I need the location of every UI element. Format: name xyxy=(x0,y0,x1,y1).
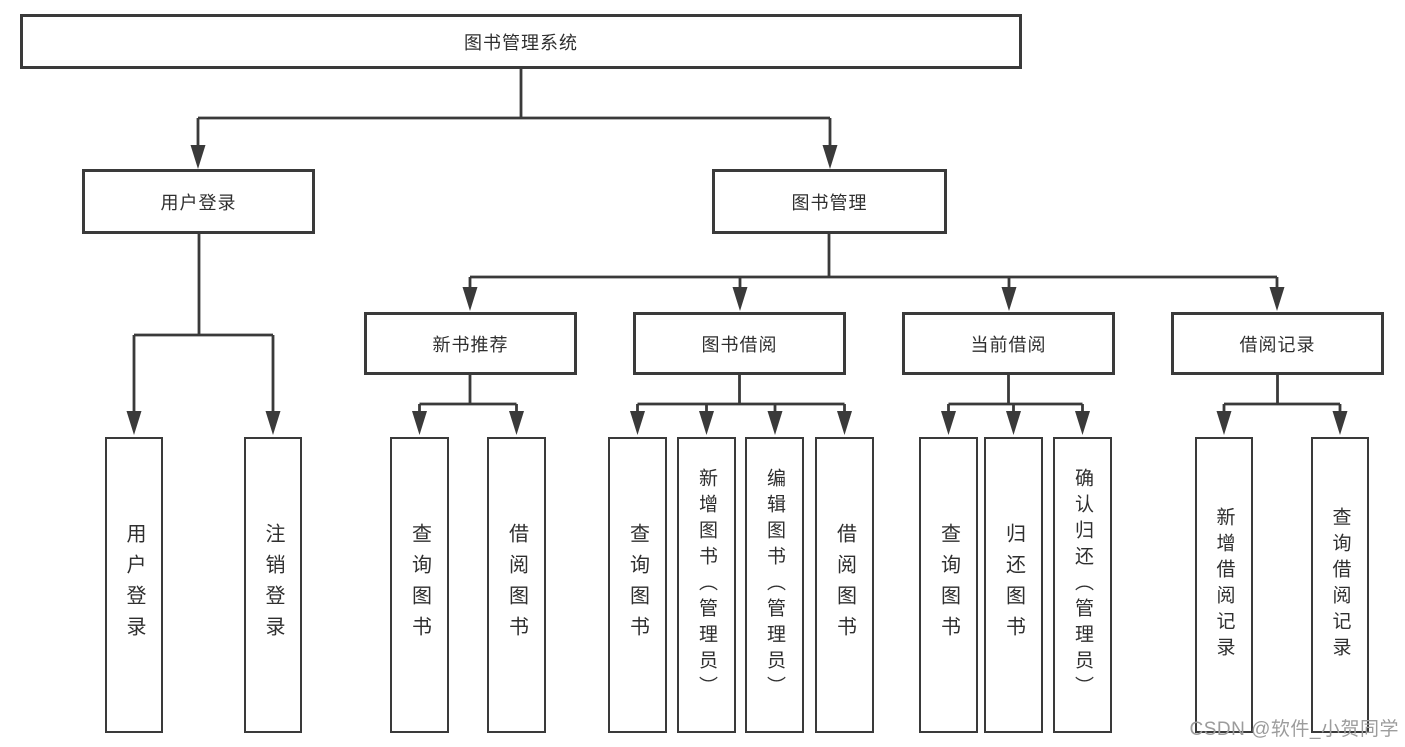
leaf-new-books-query: 查询图书 xyxy=(390,437,449,733)
node-current-borrow: 当前借阅 xyxy=(902,312,1115,375)
arrowheads-user-login-leaves xyxy=(126,411,281,435)
leaf-user-login: 用户登录 xyxy=(105,437,163,733)
node-user-login-label: 用户登录 xyxy=(160,192,237,213)
leaf-new-books-borrow-label: 借阅图书 xyxy=(505,523,528,647)
node-root: 图书管理系统 xyxy=(20,14,1022,69)
leaf-borrow-book: 借阅图书 xyxy=(815,437,874,733)
leaf-records-query: 查询借阅记录 xyxy=(1311,437,1369,733)
arrowheads-borrow-records-leaves xyxy=(1216,411,1348,435)
leaf-borrow-query-label: 查询图书 xyxy=(626,523,649,647)
leaf-user-login-label: 用户登录 xyxy=(123,523,145,647)
arrowheads-level3 xyxy=(462,287,1285,311)
connector-book-mgmt-to-level3 xyxy=(468,234,1279,289)
connector-borrow-records-to-leaves xyxy=(1222,375,1342,413)
leaf-new-books-query-label: 查询图书 xyxy=(408,523,431,647)
node-book-borrow: 图书借阅 xyxy=(633,312,846,375)
leaf-current-confirm-admin-label: 确认归还（管理员） xyxy=(1072,468,1093,702)
node-user-login: 用户登录 xyxy=(82,169,315,234)
leaf-current-query: 查询图书 xyxy=(919,437,978,733)
leaf-borrow-query: 查询图书 xyxy=(608,437,667,733)
leaf-borrow-edit-admin: 编辑图书（管理员） xyxy=(745,437,804,733)
node-new-books-label: 新书推荐 xyxy=(432,334,509,355)
connector-book-borrow-to-leaves xyxy=(636,375,846,413)
node-book-mgmt-label: 图书管理 xyxy=(791,192,868,213)
leaf-current-return-label: 归还图书 xyxy=(1002,523,1025,647)
leaf-current-query-label: 查询图书 xyxy=(937,523,960,647)
leaf-records-add-label: 新增借阅记录 xyxy=(1213,507,1235,663)
leaf-borrow-book-label: 借阅图书 xyxy=(833,523,856,647)
node-book-borrow-label: 图书借阅 xyxy=(701,334,778,355)
leaf-current-confirm-admin: 确认归还（管理员） xyxy=(1053,437,1112,733)
connector-user-login-to-leaves xyxy=(132,234,275,413)
leaf-records-add: 新增借阅记录 xyxy=(1195,437,1253,733)
leaf-borrow-edit-admin-label: 编辑图书（管理员） xyxy=(764,468,785,702)
node-book-mgmt: 图书管理 xyxy=(712,169,947,234)
node-borrow-records: 借阅记录 xyxy=(1171,312,1384,375)
node-new-books: 新书推荐 xyxy=(364,312,577,375)
node-borrow-records-label: 借阅记录 xyxy=(1239,334,1316,355)
leaf-current-return: 归还图书 xyxy=(984,437,1043,733)
node-current-borrow-label: 当前借阅 xyxy=(970,334,1047,355)
connector-new-books-to-leaves xyxy=(418,375,518,413)
arrowheads-level1 xyxy=(190,145,838,169)
leaf-new-books-borrow: 借阅图书 xyxy=(487,437,546,733)
connector-root-to-level1 xyxy=(196,69,832,147)
leaf-logout: 注销登录 xyxy=(244,437,302,733)
connector-current-borrow-to-leaves xyxy=(947,375,1084,413)
leaf-records-query-label: 查询借阅记录 xyxy=(1329,507,1351,663)
leaf-borrow-add-admin: 新增图书（管理员） xyxy=(677,437,736,733)
arrowheads-current-borrow-leaves xyxy=(941,411,1090,435)
leaf-borrow-add-admin-label: 新增图书（管理员） xyxy=(696,468,717,702)
arrowheads-book-borrow-leaves xyxy=(630,411,852,435)
arrowheads-new-books-leaves xyxy=(412,411,524,435)
leaf-logout-label: 注销登录 xyxy=(262,523,284,647)
node-root-label: 图书管理系统 xyxy=(464,32,578,53)
